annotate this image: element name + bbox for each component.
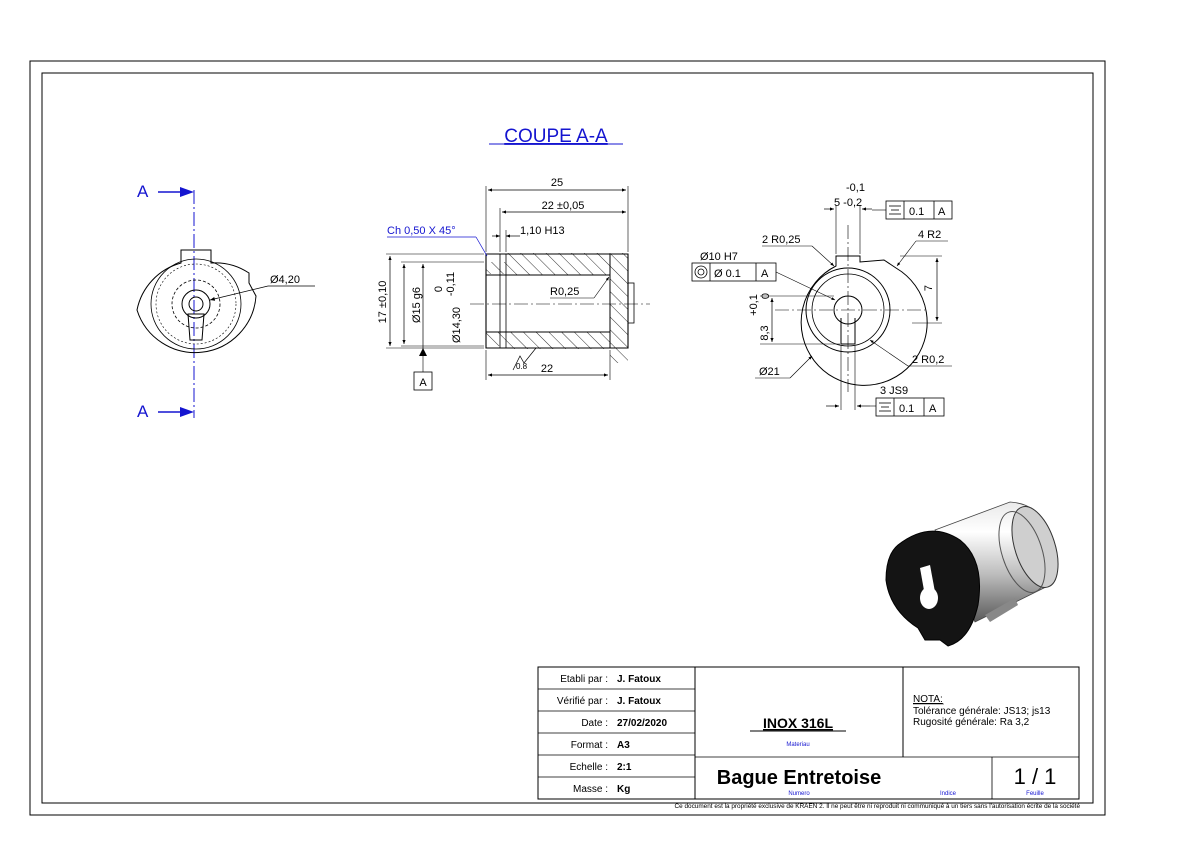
datum-box (413, 371, 433, 391)
outer-frame (29, 60, 1106, 816)
fcf-left-value: Ø 0.1 (714, 268, 741, 280)
dim-groove-width: 1,10 H13 (520, 225, 565, 237)
footer-notice: Ce document est la propriété exclusive d… (675, 803, 1081, 810)
fcf-top-datum: A (938, 206, 946, 218)
part-name: Bague Entretoise (717, 767, 881, 789)
value-date: 27/02/2020 (617, 718, 667, 729)
fcf-bottom-datum: A (929, 403, 937, 415)
index-caption: Indice (940, 791, 957, 797)
datum-label: A (419, 377, 427, 389)
bore-dia: Ø10 H7 (700, 251, 738, 263)
dim-groove-tol-lower: -0,11 (445, 272, 457, 296)
radius-right: 4 R2 (918, 229, 941, 241)
material: INOX 316L (763, 715, 833, 731)
dim-height: 17 ±0,10 (377, 281, 389, 324)
value-format: A3 (617, 740, 630, 751)
material-caption: Materiau (786, 742, 809, 748)
fillet-top: 2 R0,25 (762, 234, 801, 246)
fcf-left-datum: A (761, 268, 769, 280)
dim-groove-tol-upper: 0 (433, 286, 445, 292)
slot-dim: 5 -0,2 (834, 197, 862, 209)
dim-height-7: 7 (923, 285, 935, 291)
keyway-dim: 3 JS9 (880, 385, 908, 397)
label-verifie: Vérifié par : (557, 696, 608, 707)
dim-height-83: 8,3 (759, 325, 771, 340)
sheet-caption: Feuille (1026, 791, 1044, 797)
label-masse: Masse : (573, 784, 608, 795)
dim-outer-dia: Ø15 g6 (411, 287, 423, 323)
title-block: Etabli par : J. Fatoux Vérifié par : J. … (537, 666, 1081, 810)
right-view: -0,1 5 -0,2 0.1 A 2 R0,25 4 R2 Ø10 H7 Ø … (691, 182, 953, 417)
fcf-top-value: 0.1 (909, 206, 924, 218)
outer-dia: Ø21 (759, 366, 780, 378)
inner-frame (41, 72, 1094, 804)
chamfer-note: Ch 0,50 X 45° (387, 225, 456, 237)
value-verifie: J. Fatoux (617, 696, 661, 707)
roughness-label: 0.8 (516, 362, 528, 371)
section-marker-bottom: A (137, 402, 149, 421)
label-format: Format : (571, 740, 608, 751)
value-masse: Kg (617, 784, 630, 795)
nota-line1: Tolérance générale: JS13; js13 (913, 706, 1051, 717)
tol-plus: +0,1 (748, 294, 760, 316)
label-etabli: Etabli par : (560, 674, 608, 685)
fcf-top: 0.1 A (885, 200, 953, 220)
dim-groove-dia: Ø14,30 (451, 307, 463, 343)
fcf-bottom: 0.1 A (875, 397, 945, 417)
nota-line2: Rugosité générale: Ra 3,2 (913, 717, 1030, 728)
slot-tol-upper: -0,1 (846, 182, 865, 194)
left-hole-dia: Ø4,20 (270, 274, 300, 286)
sheet-number: 1 / 1 (1014, 764, 1057, 789)
tol-zero: 0 (760, 293, 772, 299)
isometric-view (885, 501, 1059, 647)
value-etabli: J. Fatoux (617, 674, 661, 685)
section-view: 25 22 ±0,05 1,10 H13 Ch 0,50 X 45° 17 ±0… (377, 177, 650, 391)
nota-title: NOTA: (913, 694, 943, 705)
section-title: COUPE A-A (504, 126, 608, 147)
dim-bottom-length: 22 (541, 363, 553, 375)
fcf-bottom-value: 0.1 (899, 403, 914, 415)
fillet-label: R0,25 (550, 286, 579, 298)
dim-inner-length: 22 ±0,05 (542, 200, 585, 212)
label-echelle: Echelle : (570, 762, 608, 773)
label-date: Date : (581, 718, 608, 729)
fcf-left: Ø 0.1 A (691, 262, 777, 282)
fillet-bottom: 2 R0,2 (912, 354, 944, 366)
section-marker-top: A (137, 182, 149, 201)
left-view: A A Ø4,20 (136, 182, 315, 421)
dim-overall-length: 25 (551, 177, 563, 189)
value-echelle: 2:1 (617, 762, 632, 773)
part-caption: Numero (788, 791, 810, 797)
